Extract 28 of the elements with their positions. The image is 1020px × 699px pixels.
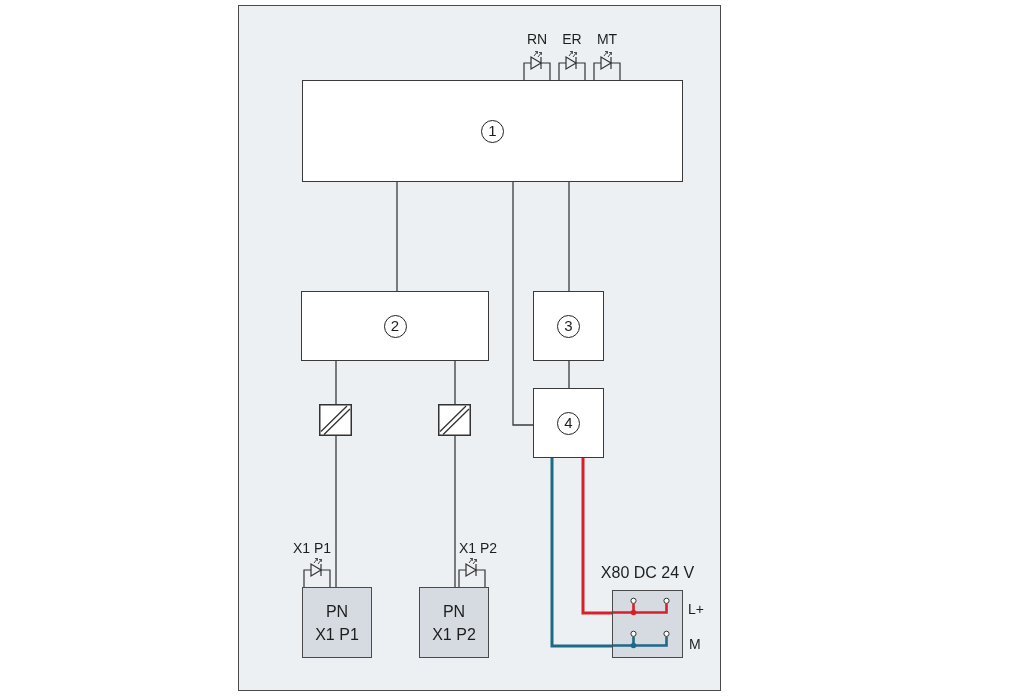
module-block <box>301 291 489 361</box>
led-label: MT <box>596 31 618 47</box>
connection-line <box>335 435 337 588</box>
module-block <box>302 80 683 182</box>
converter-icon <box>319 404 352 436</box>
port-box <box>302 587 372 658</box>
module-block <box>533 388 604 458</box>
connection-line <box>396 181 398 292</box>
converter-icon <box>438 404 471 436</box>
connection-line <box>335 360 337 405</box>
connection-line <box>550 458 612 648</box>
led-label: X1 P2 <box>458 540 498 556</box>
module-block <box>533 291 604 361</box>
connection-line <box>454 435 456 588</box>
port-label: PN X1 P1 <box>314 601 360 645</box>
port-box <box>419 587 489 658</box>
connection-line <box>581 458 612 615</box>
terminal-label: M <box>689 636 701 652</box>
connection-line <box>454 360 456 405</box>
terminal-label: L+ <box>688 601 704 617</box>
led-label: RN <box>526 31 548 47</box>
connection-line <box>512 181 534 426</box>
led-label: X1 P1 <box>292 540 332 556</box>
connector-label: X80 DC 24 V <box>600 564 695 582</box>
led-label: ER <box>562 31 582 47</box>
connection-line <box>568 181 570 292</box>
connection-line <box>568 360 570 389</box>
port-label: PN X1 P2 <box>431 601 477 645</box>
